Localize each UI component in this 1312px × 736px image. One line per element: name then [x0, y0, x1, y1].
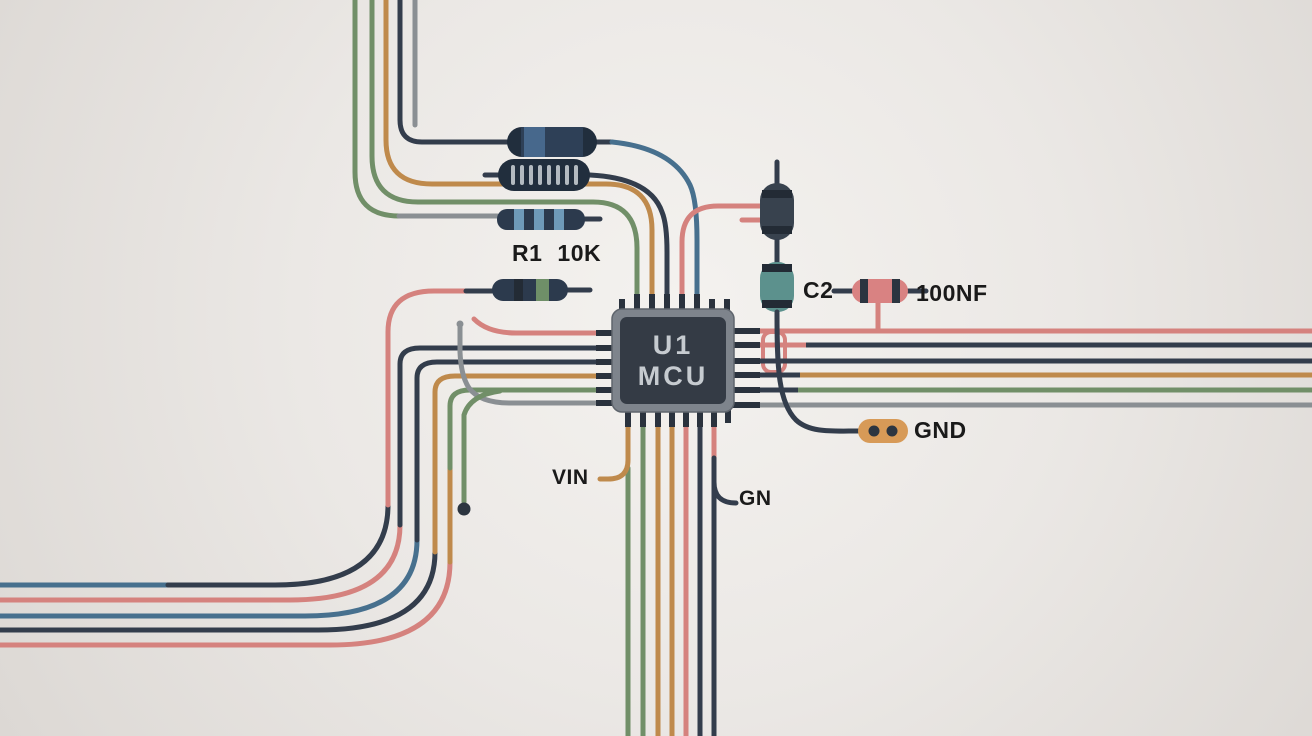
gnd-pad	[858, 419, 908, 443]
gnd-dot1	[868, 425, 880, 437]
inductor-stripes	[511, 165, 578, 185]
top-leads	[463, 139, 763, 297]
wire-tl4-navy	[397, 0, 510, 145]
c2-band2	[892, 279, 900, 303]
pink-loop	[761, 330, 787, 374]
bottom-bundle	[597, 423, 739, 736]
label-c2: C2	[803, 277, 834, 303]
capsule2-band-top	[762, 264, 792, 272]
wire-bl2-navy	[397, 345, 599, 528]
right-bus	[760, 328, 1312, 408]
bottom-left-bundle	[0, 288, 599, 648]
mcu-name-text: MCU	[637, 360, 709, 391]
wire-to-gnd	[774, 309, 861, 434]
top-left-bundle	[352, 0, 655, 297]
wire-gray-hook	[457, 322, 599, 406]
label-vin: VIN	[552, 466, 589, 489]
wire-pink-mcu-to-capsule	[679, 203, 763, 297]
r1-ref-text: R1	[512, 240, 543, 266]
wire-navy-inductor-to-mcu	[587, 172, 670, 297]
resistor-r1	[497, 209, 585, 230]
resistor2-band-green	[536, 279, 549, 301]
wire-blue-resistor1-to-mcu	[609, 139, 700, 297]
r1-band2	[534, 209, 544, 230]
label-gn: GN	[739, 487, 772, 510]
wire-tl1-green	[352, 0, 402, 219]
wire-green-stub	[461, 388, 503, 505]
capsule-chain	[760, 159, 861, 434]
capsule1-band-bottom	[762, 226, 792, 234]
resistor1	[507, 127, 597, 157]
wire-bl1-pink-to-resistor	[385, 288, 469, 508]
r1-value-text: 10K	[557, 240, 602, 266]
inductor	[498, 159, 590, 191]
label-100nf: 100NF	[916, 280, 988, 306]
wire-bl3-steelblue	[0, 537, 420, 619]
wire-vin-orange	[597, 423, 631, 482]
r1-band1	[514, 209, 524, 230]
mcu-ref-text: U1	[652, 329, 694, 360]
wire-tl2-green	[369, 0, 640, 297]
resistor2-band1	[514, 279, 523, 301]
mcu-body	[620, 317, 726, 404]
gnd-dot2	[886, 425, 898, 437]
resistor2-body	[492, 279, 568, 301]
resistor1-band	[524, 127, 545, 157]
label-gnd: GND	[914, 417, 967, 443]
wire-bl4-navy	[0, 549, 438, 633]
gray-hook-tip	[456, 320, 464, 328]
wire-bl2-pink	[0, 522, 403, 603]
capsule2-band-bottom	[762, 300, 792, 308]
wire-bl5-pink	[0, 559, 453, 648]
capsule2-teal-body	[760, 262, 794, 312]
gnd-connector	[858, 419, 908, 443]
green-stub-dot	[457, 502, 471, 516]
capsule1-band-top	[762, 190, 792, 198]
wire-bl3-navy	[414, 359, 599, 543]
mcu-label: U1 MCU	[612, 309, 734, 412]
mcu-chip	[596, 294, 760, 427]
resistor2	[492, 279, 568, 301]
c2-band1	[860, 279, 868, 303]
label-r1: R1 10K	[512, 240, 601, 267]
wire-left-pink-approach	[471, 316, 599, 336]
r1-band3	[554, 209, 564, 230]
wire-bl1-navy	[165, 502, 391, 588]
wire-gn-branch	[711, 479, 739, 506]
wire-bl4-orange	[432, 373, 599, 555]
capacitor-c2	[831, 279, 929, 331]
